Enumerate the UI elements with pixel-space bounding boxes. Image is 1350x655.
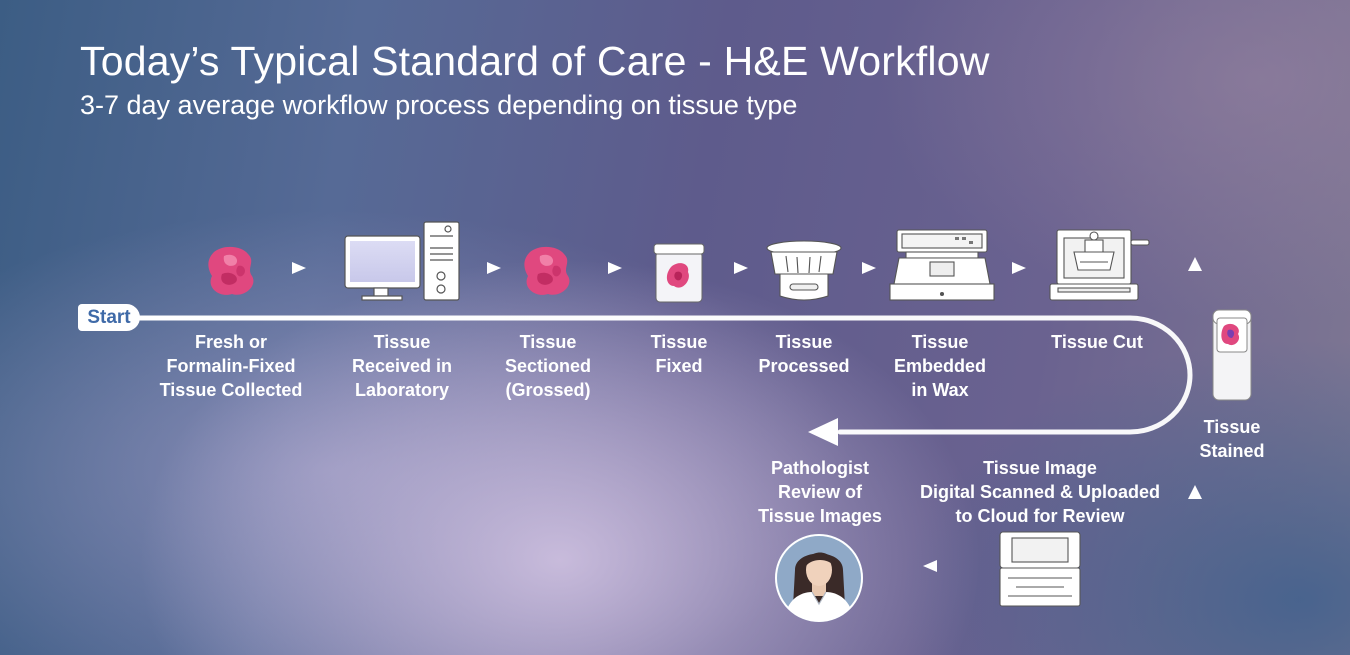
- step-label-pathologist-review: Pathologist Review of Tissue Images: [758, 458, 882, 526]
- step-label-sectioned: Tissue Sectioned (Grossed): [504, 332, 592, 400]
- page-title: Today’s Typical Standard of Care - H&E W…: [80, 38, 990, 84]
- start-badge: Start: [78, 304, 140, 331]
- arrow-right-4: [734, 262, 748, 274]
- step-label-processed: Tissue Processed: [758, 332, 850, 376]
- arrow-right-3: [608, 262, 622, 274]
- step-label-embedded: Tissue Embedded in Wax: [893, 332, 986, 400]
- arrow-right-6: [1012, 262, 1026, 274]
- step-arrows: [292, 257, 1202, 572]
- flow-arrowhead: [808, 418, 838, 446]
- step-label-cut: Tissue Cut: [1051, 332, 1143, 352]
- tissue-sample-icon: [524, 246, 570, 295]
- arrow-up-2: [1188, 485, 1202, 499]
- step-label-stained: Tissue Stained: [1199, 417, 1265, 461]
- embedding-station-icon: [889, 229, 995, 301]
- arrow-right-5: [862, 262, 876, 274]
- arrow-right-1: [292, 262, 306, 274]
- tissue-processor-icon: [766, 240, 842, 301]
- arrow-left-1: [923, 560, 937, 572]
- step-label-fixed: Tissue Fixed: [650, 332, 708, 376]
- flow-path: [137, 315, 1193, 435]
- pathologist-icon: [775, 534, 863, 622]
- arrow-up-1: [1188, 257, 1202, 271]
- computer-icon: [344, 221, 460, 301]
- stainer-icon: [1212, 309, 1252, 401]
- page-subtitle: 3-7 day average workflow process dependi…: [80, 90, 798, 120]
- microtome-icon: [1049, 229, 1150, 301]
- tissue-sample-icon: [208, 246, 254, 295]
- slide-scanner-icon: [999, 531, 1081, 607]
- specimen-jar-icon: [653, 243, 705, 303]
- step-label-received-in-lab: Tissue Received in Laboratory: [351, 332, 453, 400]
- arrow-right-2: [487, 262, 501, 274]
- step-label-tissue-collected: Fresh or Formalin-Fixed Tissue Collected: [159, 332, 303, 400]
- step-label-scanned: Tissue Image Digital Scanned & Uploaded …: [919, 458, 1161, 526]
